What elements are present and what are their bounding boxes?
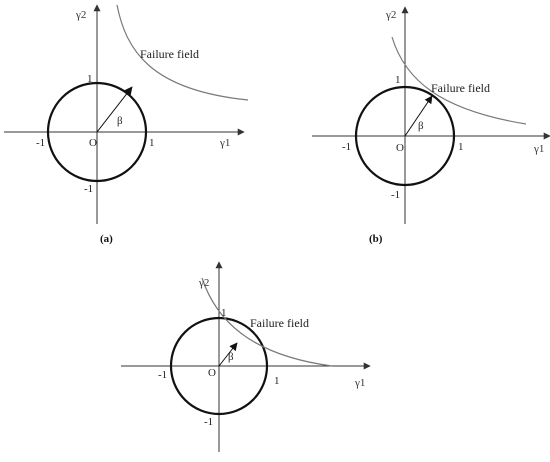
- failure-boundary-curve: [201, 277, 333, 367]
- tick-label-y-neg: -1: [391, 189, 400, 201]
- failure-field-label: Failure field: [431, 81, 490, 95]
- unit-circle: [169, 316, 269, 416]
- tick-label-x-neg: -1: [342, 141, 351, 153]
- beta-label: β: [418, 120, 424, 132]
- beta-label: β: [228, 351, 234, 363]
- panel-c: γ2 γ1 O 1 -1 1 -1 β Failure field: [121, 261, 371, 452]
- tick-label-x-pos: 1: [274, 375, 280, 387]
- tick-label-y-neg: -1: [204, 416, 213, 428]
- tick-label-x-pos: 1: [458, 141, 464, 153]
- tick-label-x-neg: -1: [158, 369, 167, 381]
- tick-label-x-pos: 1: [149, 137, 155, 149]
- failure-boundary-curve: [116, 4, 249, 101]
- y-axis-label: γ2: [385, 9, 396, 21]
- tick-label-y-pos: 1: [221, 307, 227, 319]
- origin-label: O: [208, 367, 216, 379]
- y-axis-label: γ2: [198, 277, 209, 289]
- tick-label-y-neg: -1: [84, 183, 93, 195]
- x-axis-label: γ1: [354, 377, 365, 389]
- panel-b: γ2 γ1 O 1 -1 1 -1 β Failure field (b): [312, 6, 550, 245]
- beta-vector-arrow: [96, 86, 133, 133]
- panel-a: γ2 γ1 O 1 -1 1 -1 β Failure field (a): [4, 4, 249, 245]
- tick-label-x-neg: -1: [36, 137, 45, 149]
- origin-label: O: [89, 137, 97, 149]
- tick-label-y-pos: 1: [395, 74, 401, 86]
- unit-circle: [46, 81, 148, 183]
- failure-field-label: Failure field: [250, 316, 309, 330]
- failure-field-label: Failure field: [140, 47, 199, 61]
- beta-vector-arrow: [218, 342, 238, 367]
- beta-vector-arrow: [404, 95, 433, 137]
- failure-boundary-curve: [391, 36, 527, 125]
- panel-caption: (a): [100, 233, 113, 245]
- beta-label: β: [117, 115, 123, 127]
- origin-label: O: [396, 142, 404, 154]
- tick-label-y-pos: 1: [87, 73, 93, 85]
- unit-circle: [354, 85, 456, 187]
- panel-caption: (b): [369, 233, 383, 245]
- x-axis-label: γ1: [219, 137, 230, 149]
- x-axis-label: γ1: [533, 143, 544, 155]
- y-axis-label: γ2: [75, 9, 86, 21]
